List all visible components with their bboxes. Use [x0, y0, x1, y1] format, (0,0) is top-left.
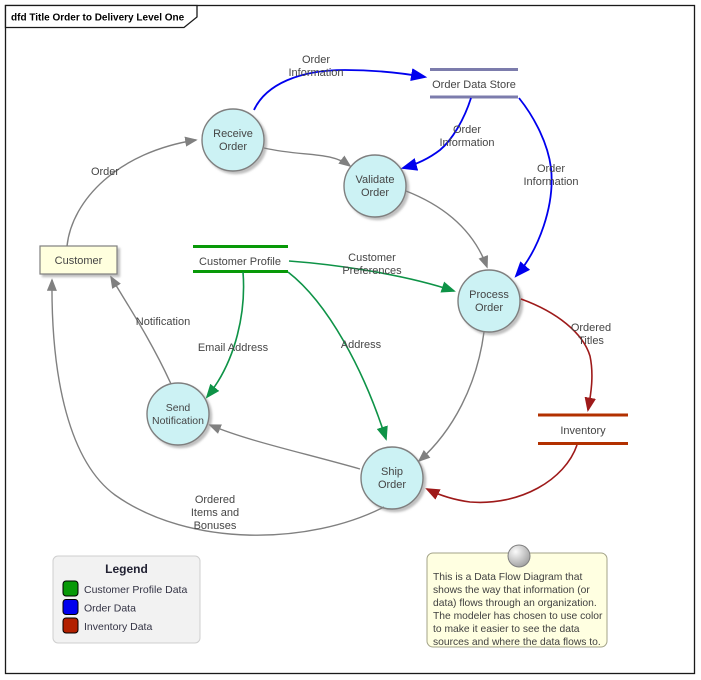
- frame-title-tab: [4, 4, 198, 29]
- legend-box: [52, 555, 201, 644]
- store-customer-profile[interactable]: Customer Profile: [193, 245, 288, 273]
- receive-order-circle[interactable]: [201, 108, 265, 172]
- diagram-frame: dfd Title Order to Delivery Level One: [4, 4, 696, 675]
- entity-customer[interactable]: Customer: [39, 245, 118, 275]
- flow-receive-to-orderstore[interactable]: [253, 68, 428, 111]
- flow-orderstore-to-process[interactable]: [514, 97, 553, 278]
- send-notification-circle[interactable]: [146, 382, 210, 446]
- legend-label-customer-profile-data: Customer Profile Data: [84, 584, 187, 596]
- validate-order-circle[interactable]: [343, 154, 407, 218]
- order-data-store-label: Order Data Store: [432, 79, 516, 91]
- flow-profile-to-send[interactable]: [205, 271, 245, 399]
- customer-label: Customer: [55, 255, 103, 267]
- flow-label-email-address: Email Address: [198, 342, 269, 354]
- flow-label-notification: Notification: [136, 316, 190, 328]
- legend-swatch-inventory-data: [62, 617, 79, 634]
- flow-inventory-to-ship[interactable]: [425, 444, 578, 504]
- frame-border: [4, 4, 696, 675]
- legend-swatch-customer-profile-data: [62, 580, 79, 597]
- flow-receive-to-validate[interactable]: [263, 147, 352, 168]
- legend-title: Legend: [105, 562, 148, 576]
- flow-profile-to-process[interactable]: [288, 260, 456, 293]
- flow-label-order: Order: [91, 166, 119, 178]
- store-order-data-store[interactable]: Order Data Store: [430, 68, 518, 99]
- legend[interactable]: Legend Customer Profile Data Order Data …: [52, 555, 201, 644]
- flow-process-to-inventory[interactable]: [520, 298, 596, 412]
- flow-orderstore-to-validate[interactable]: [400, 97, 472, 171]
- flow-label-address: Address: [341, 339, 382, 351]
- flow-process-to-ship[interactable]: [417, 331, 485, 463]
- flow-send-to-customer[interactable]: [110, 275, 172, 385]
- flow-validate-to-process[interactable]: [405, 190, 488, 269]
- flow-customer-to-receive[interactable]: [66, 136, 198, 247]
- ship-order-circle[interactable]: [360, 446, 424, 510]
- customer-profile-label: Customer Profile: [199, 256, 281, 268]
- inventory-label: Inventory: [560, 425, 606, 437]
- legend-label-inventory-data: Inventory Data: [84, 621, 152, 633]
- flow-profile-to-ship[interactable]: [287, 271, 388, 441]
- store-inventory[interactable]: Inventory: [538, 413, 628, 445]
- flow-ship-to-send[interactable]: [208, 424, 361, 470]
- legend-label-order-data: Order Data: [84, 603, 136, 615]
- frame-title-text: dfd Title Order to Delivery Level One: [11, 13, 185, 24]
- customer-box[interactable]: [39, 245, 118, 275]
- process-order-circle[interactable]: [457, 269, 521, 333]
- legend-swatch-order-data: [62, 599, 79, 615]
- pin-icon: [507, 544, 531, 568]
- flow-ship-to-customer[interactable]: [46, 278, 385, 536]
